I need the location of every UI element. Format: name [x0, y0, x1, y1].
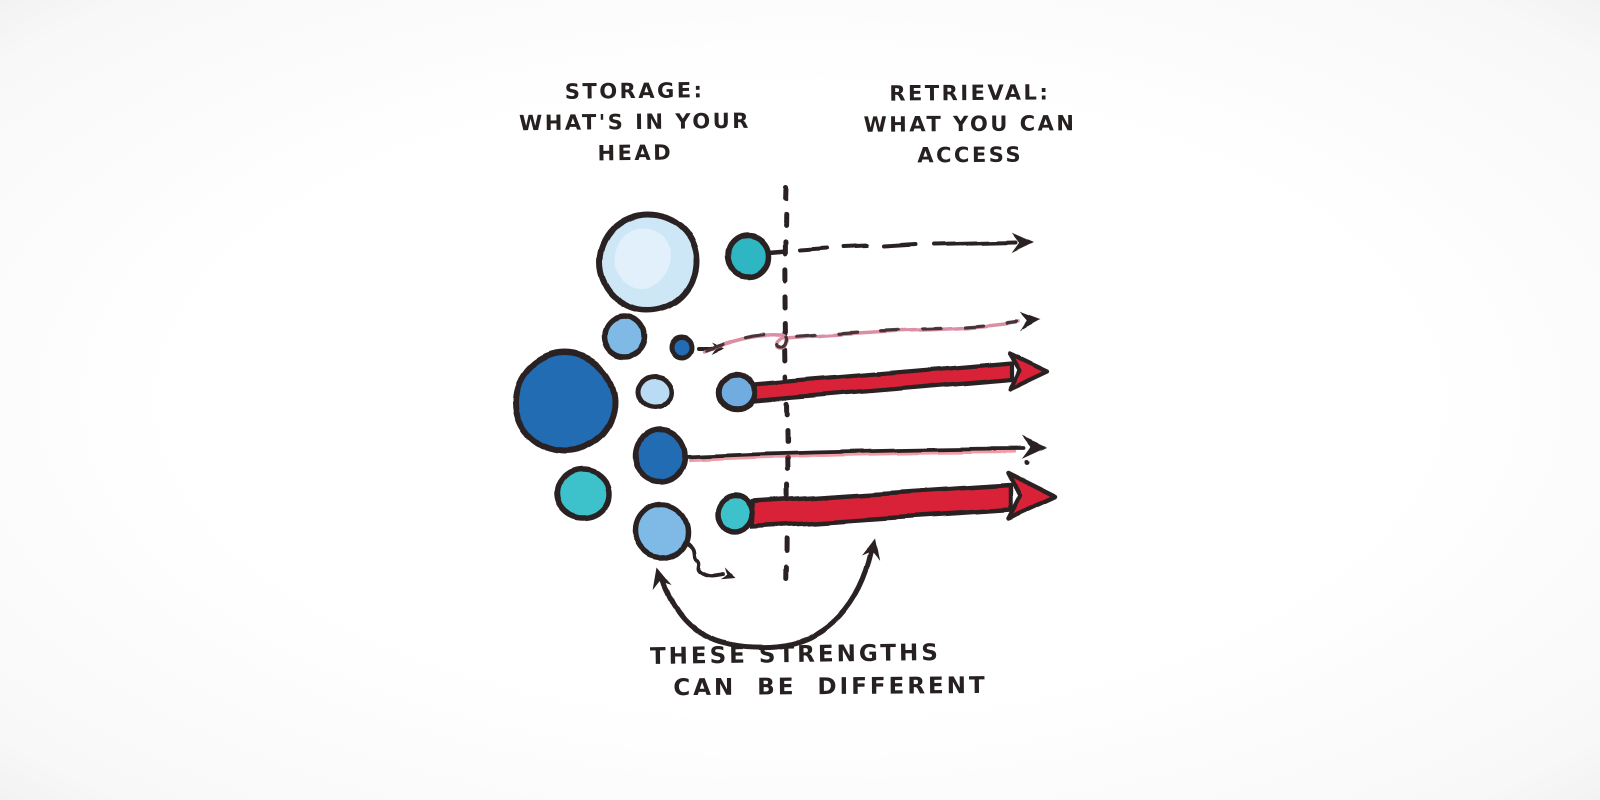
strengths-link-curved-arrow	[659, 549, 874, 651]
storage-circle-xl-pale-highlight	[614, 228, 670, 288]
stray-ink-dot	[1024, 460, 1030, 466]
squiggle-arrow	[686, 541, 725, 578]
storage-circle-xl-dark	[512, 350, 618, 454]
retrieval-arrow-row5-red-head-icon	[1005, 470, 1059, 522]
retrieval-title: RETRIEVAL: WHAT YOU CAN ACCESS	[845, 77, 1096, 172]
storage-circle-row5-teal	[714, 493, 756, 535]
storage-title-line2: WHAT'S IN YOUR	[518, 108, 752, 136]
strengths-link-left-head-icon	[653, 567, 672, 590]
storage-circle-row4-dark	[632, 428, 688, 484]
strengths-link-right-head-icon	[860, 539, 880, 562]
retrieval-arrow-row4-red-fringe	[688, 450, 1017, 462]
storage-retrieval-divider-dashed-line	[782, 185, 791, 593]
storage-circle-row2-small-dark	[668, 334, 694, 360]
retrieval-arrow-row5-red-shaft	[750, 482, 1013, 530]
storage-circle-md-teal	[554, 467, 612, 521]
storage-circle-sm-pale	[635, 373, 675, 411]
retrieval-title-line1: RETRIEVAL:	[889, 80, 1051, 106]
caption-line2: CAN BE DIFFERENT	[673, 672, 988, 702]
storage-title-line1: STORAGE:	[564, 78, 705, 104]
retrieval-arrow-row4-line	[684, 447, 1026, 459]
caption-line1: THESE STRENGTHS	[649, 639, 942, 670]
storage-title-line3: HEAD	[597, 140, 674, 166]
retrieval-arrow-row3-red-head-icon	[1008, 350, 1052, 392]
row2-start-tiny-arrow-head-icon	[711, 342, 724, 354]
retrieval-arrow-row3-red-shaft	[750, 360, 1016, 404]
storage-circle-lg-light	[634, 502, 690, 560]
storage-circle-row3-blue	[717, 372, 757, 412]
retrieval-title-line2: WHAT YOU CAN	[863, 111, 1077, 137]
storage-circle-row1-teal	[725, 233, 771, 279]
storage-circle-md-light	[602, 313, 648, 359]
retrieval-arrow-row1-dashed	[769, 240, 1018, 254]
squiggle-arrow-head-icon	[720, 566, 736, 580]
retrieval-arrow-row1-head-icon	[1011, 232, 1034, 253]
retrieval-arrow-row2-head-icon	[1019, 313, 1040, 332]
retrieval-title-line3: ACCESS	[917, 142, 1024, 168]
storage-title: STORAGE: WHAT'S IN YOUR HEAD	[505, 75, 766, 171]
retrieval-arrow-row4-head-icon	[1022, 436, 1047, 460]
retrieval-arrow-row2-wavy-ink-dashes	[704, 320, 1018, 352]
